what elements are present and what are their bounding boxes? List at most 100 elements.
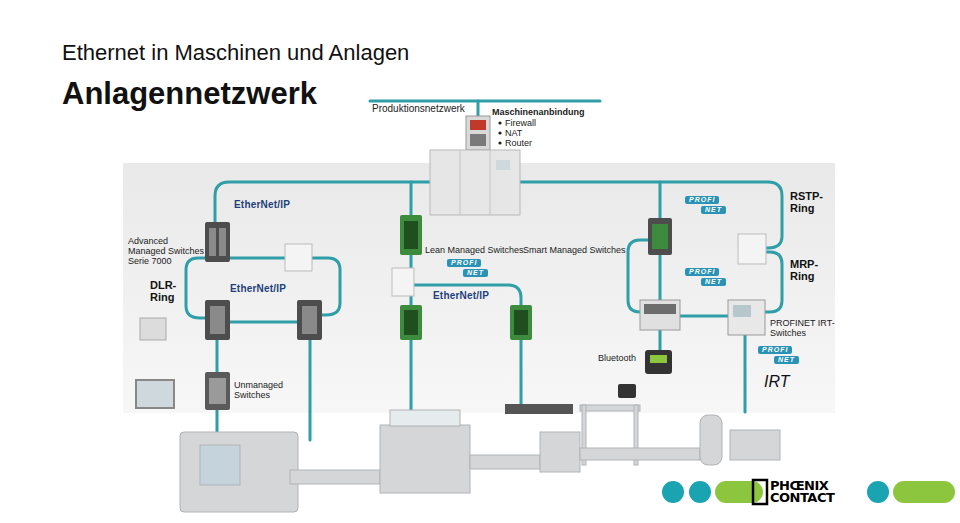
- profinet-switch: [648, 218, 672, 255]
- feature-item: Firewall: [505, 118, 536, 128]
- switch-ports: [404, 310, 418, 335]
- protocol-label: IRT: [764, 373, 789, 391]
- machine-window: [200, 445, 240, 485]
- feature-heading: Maschinenanbindung: [492, 107, 585, 117]
- feature-item: Router: [505, 138, 532, 148]
- managed-switch: [205, 300, 322, 340]
- bluetooth-device: [645, 350, 672, 374]
- brand-pills: [662, 480, 955, 504]
- cnc-machine: [180, 432, 298, 512]
- switch-ports: [404, 221, 418, 249]
- switch-ports: [209, 378, 226, 404]
- logo-mark: [753, 480, 767, 504]
- cabinet-display: [496, 160, 510, 170]
- switch-ports: [210, 306, 225, 334]
- switch-label: Advanced Managed Switches Serie 7000: [128, 236, 208, 266]
- gantry: [580, 405, 640, 411]
- switch-label: PROFINET IRT-Switches: [770, 318, 836, 338]
- robot-arm: [700, 415, 722, 465]
- protocol-logo: NET: [701, 206, 726, 214]
- control-cabinet: [430, 150, 520, 215]
- unmanaged-switch: [205, 372, 230, 410]
- station: [540, 432, 580, 472]
- switch-body: [297, 300, 322, 340]
- bluetooth-mark: [650, 355, 667, 363]
- switch-body: [648, 218, 672, 255]
- protocol-logo: PROFI: [685, 196, 719, 204]
- mrp-ring-line: [765, 252, 782, 312]
- feature-item: NAT: [505, 128, 522, 138]
- switch-ports: [302, 306, 317, 334]
- drop-line: [744, 335, 747, 412]
- protocol-logo: PROFI: [447, 259, 481, 267]
- io-bar: [505, 404, 573, 414]
- protocol-logo: EtherNet/IP: [234, 199, 290, 211]
- dlr-ring-line: [230, 321, 297, 324]
- pill: [867, 481, 889, 503]
- protocol-logo: PROFI: [685, 268, 719, 276]
- ring-label: MRP-Ring: [790, 258, 830, 282]
- switch-ports: [209, 228, 216, 256]
- firewall-ports: [470, 134, 486, 146]
- plc-rack: [140, 318, 166, 340]
- slide-subtitle: Anlagennetzwerk: [62, 76, 317, 112]
- irt-line: [680, 315, 728, 318]
- switch-body: [400, 215, 422, 255]
- protocol-logo: EtherNet/IP: [433, 290, 489, 302]
- protocol-logo: NET: [701, 278, 726, 286]
- ring-label: DLR-Ring: [150, 279, 184, 303]
- conveyor: [580, 448, 700, 460]
- mrp-ring-line: [659, 255, 662, 300]
- firewall-mark: [470, 120, 486, 130]
- cabinet-door: [460, 150, 461, 215]
- pallet: [730, 430, 780, 460]
- pill: [715, 481, 763, 503]
- drop-line: [216, 340, 219, 372]
- device-label: Bluetooth: [598, 353, 636, 363]
- cabinet-door: [490, 150, 491, 215]
- packaging-machine: [380, 425, 470, 493]
- bullet: [498, 121, 501, 124]
- green-switch: [400, 215, 532, 340]
- switch-body: [205, 222, 230, 262]
- protocol-logo: NET: [463, 269, 488, 277]
- switch-body: [400, 305, 422, 340]
- bluetooth-device: [618, 384, 636, 398]
- machinery: [180, 405, 780, 512]
- switch-label: Unmanaged Switches: [234, 380, 294, 400]
- switch-label: Smart Managed Switches: [523, 245, 626, 255]
- slide-title: Ethernet in Maschinen und Anlagen: [62, 40, 409, 66]
- dlr-ring-line: [230, 257, 285, 260]
- switch-ports: [514, 310, 528, 335]
- hmi-panel: [136, 380, 174, 408]
- pill: [893, 481, 955, 503]
- network-label: Produktionsnetzwerk: [372, 103, 465, 115]
- drop-line: [659, 330, 662, 350]
- switch-body: [205, 300, 230, 340]
- switch-body: [205, 372, 230, 410]
- pill: [689, 481, 711, 503]
- irt-device: [728, 300, 765, 335]
- switch-body: [510, 305, 532, 340]
- machine-hood: [390, 410, 460, 426]
- brand-logo: PHŒNIX CONTACT: [770, 480, 848, 504]
- pill: [662, 481, 684, 503]
- protocol-logo: NET: [774, 356, 799, 364]
- irt-ports: [644, 304, 676, 314]
- branch-line: [411, 285, 521, 305]
- ring-drop-line: [410, 182, 413, 215]
- protocol-logo: EtherNet/IP: [230, 283, 286, 295]
- dlr-ring-line: [186, 258, 205, 318]
- bullet: [498, 141, 501, 144]
- conveyor: [470, 455, 540, 469]
- ring-drop-line: [659, 182, 662, 218]
- drop-line: [520, 340, 523, 404]
- production-network-line: [370, 100, 600, 103]
- conveyor: [290, 470, 380, 484]
- network-lines: [186, 101, 782, 440]
- device-box: [392, 268, 414, 296]
- firewall-body: [466, 116, 490, 150]
- device-box: [738, 234, 766, 264]
- advanced-managed-switch: [205, 222, 230, 262]
- drop-line: [309, 340, 312, 440]
